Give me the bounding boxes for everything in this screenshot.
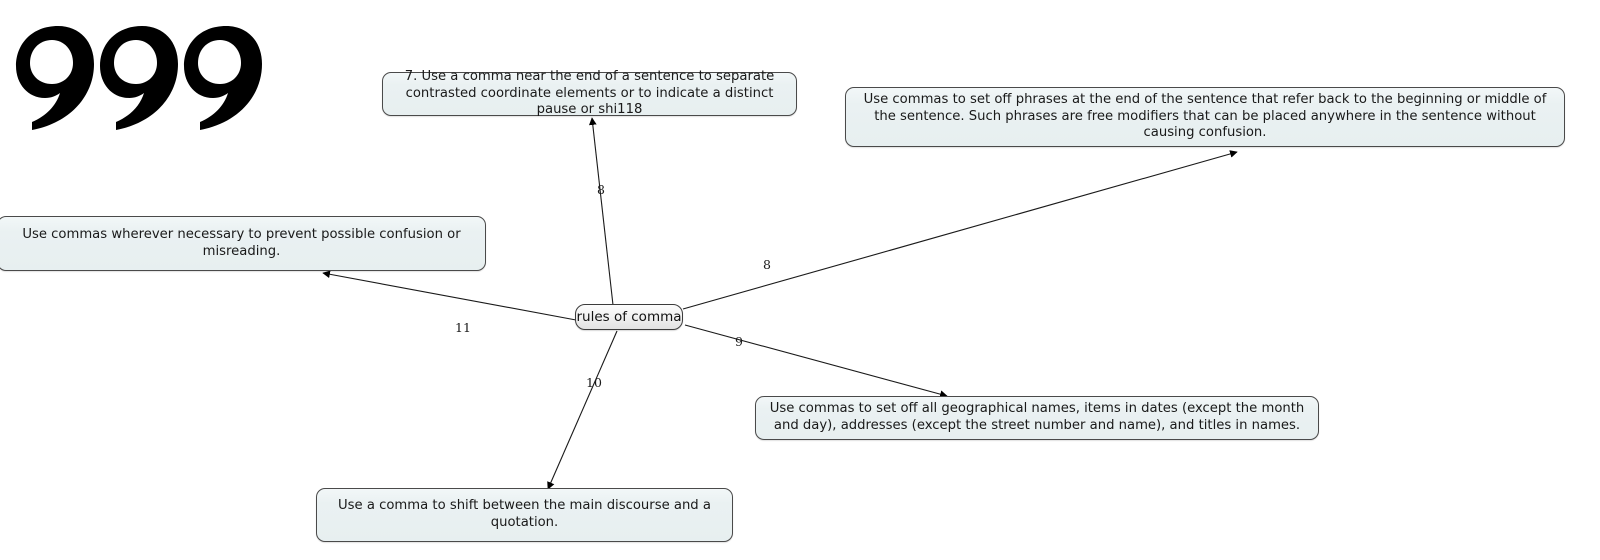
node-contrasted-coordinate-elements[interactable]: 7. Use a comma near the end of a sentenc… [382, 69, 797, 117]
node-prevent-confusion[interactable]: Use commas wherever necessary to prevent… [0, 216, 486, 271]
edge-label-contrast: 8 [597, 182, 605, 197]
node-free-modifiers[interactable]: Use commas to set off phrases at the end… [845, 87, 1565, 147]
node-text: Use a comma to shift between the main di… [338, 498, 711, 530]
node-text: 7. Use a comma near the end of a sentenc… [404, 68, 775, 118]
edge-label-confusion: 11 [455, 320, 471, 335]
node-text: Use commas to set off all geographical n… [769, 401, 1305, 433]
central-node-rules-of-comma[interactable]: rules of comma [575, 304, 683, 330]
edge-label-free-modifiers: 8 [763, 257, 771, 272]
edge-to-geographical [684, 324, 948, 398]
edge-to-contrast [588, 117, 614, 306]
edge-to-quotation [547, 330, 618, 490]
triple-comma-logo [12, 22, 262, 132]
edge-to-confusion [322, 270, 577, 321]
edge-label-geographical: 9 [735, 334, 743, 349]
node-geographical-names[interactable]: Use commas to set off all geographical n… [755, 396, 1319, 440]
node-quotation-shift[interactable]: Use a comma to shift between the main di… [316, 488, 733, 542]
central-node-label: rules of comma [576, 309, 682, 325]
node-text: Use commas wherever necessary to prevent… [22, 226, 461, 259]
edge-to-free-modifiers [682, 150, 1238, 310]
edge-label-quotation: 10 [586, 375, 602, 390]
node-text: Use commas to set off phrases at the end… [863, 91, 1547, 141]
